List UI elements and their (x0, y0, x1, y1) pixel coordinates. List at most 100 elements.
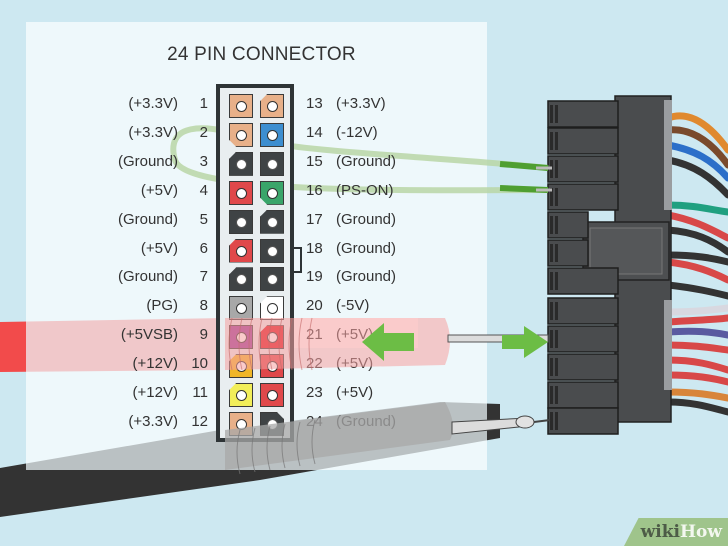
pin-number: 13 (306, 95, 323, 112)
pin-hole (267, 216, 278, 228)
pin-label-9: (+5VSB)9 (121, 325, 208, 345)
pin-number: 9 (199, 326, 208, 344)
pin-voltage: (+12V) (132, 384, 178, 401)
pin-hole (236, 129, 247, 141)
pin-voltage: (+5V) (140, 239, 178, 257)
pin-2 (229, 122, 253, 147)
pin-number: 8 (199, 297, 208, 315)
pin-label-20: 20(-5V) (306, 296, 369, 316)
pin-17 (260, 209, 284, 234)
pin-5 (229, 209, 253, 234)
pin-hole (267, 101, 278, 112)
red-probe-body (225, 318, 450, 370)
pin-voltage: (+12V) (132, 355, 178, 373)
arrow-right-icon (502, 326, 548, 358)
pin-voltage: (PG) (146, 297, 178, 315)
plug-sockets (547, 100, 619, 435)
pin-voltage: (+5V) (140, 181, 178, 199)
pin-label-17: 17 (Ground) (306, 210, 396, 230)
pin-15 (260, 151, 284, 176)
pin-label-1: (+3.3V)1 (128, 94, 208, 114)
pin-voltage: (Ground) (336, 239, 397, 257)
pin-hole (267, 158, 278, 170)
pin-label-2: (+3.3V)2 (128, 123, 208, 143)
pin-4 (229, 180, 253, 205)
pin-20 (260, 296, 284, 321)
pin-1 (229, 94, 253, 118)
pin-11 (229, 383, 253, 407)
pin-label-4: (+5V) 4 (141, 181, 208, 201)
pin-voltage: (Ground) (117, 152, 178, 170)
pin-hole (236, 390, 247, 401)
pin-voltage: (Ground) (336, 268, 397, 286)
pin-16 (260, 180, 284, 205)
pin-13 (260, 94, 284, 118)
pin-voltage: (Ground) (117, 210, 178, 228)
pin-number: 3 (199, 152, 208, 170)
pin-number: 18 (306, 239, 323, 257)
pin-label-19: 19 (Ground) (306, 267, 396, 287)
pin-number: 10 (191, 355, 208, 373)
pin-voltage: (+3.3V) (128, 412, 178, 430)
pin-hole (236, 216, 247, 228)
pin-18 (260, 238, 284, 263)
pin-hole (267, 303, 278, 315)
pin-number: 16 (306, 181, 323, 199)
pin-number: 14 (306, 123, 323, 141)
arrow-left-icon (362, 323, 414, 361)
pin-14 (260, 122, 284, 147)
pin-number: 5 (199, 210, 208, 228)
pin-label-7: (Ground) 7 (118, 267, 208, 287)
pin-hole (236, 245, 247, 257)
pin-voltage: (Ground) (336, 210, 397, 228)
pin-number: 11 (192, 384, 208, 401)
pin-label-16: 16(PS-ON) (306, 181, 394, 201)
pin-number: 6 (199, 239, 208, 257)
pin-label-8: (PG) 8 (146, 296, 208, 316)
left-pin-labels: (+3.3V)1(+3.3V)2(Ground)3(+5V)4(Ground)5… (0, 0, 208, 546)
pin-number: 12 (191, 412, 208, 430)
diagram-title: 24 PIN CONNECTOR (167, 44, 356, 65)
pin-number: 2 (199, 123, 208, 141)
pin-hole (236, 101, 247, 112)
pin-label-10: (+12V) 10 (133, 354, 208, 374)
pin-19 (260, 267, 284, 292)
pin-number: 19 (306, 268, 323, 286)
pin-hole (236, 303, 247, 315)
pin-6 (229, 238, 253, 263)
pin-number: 17 (306, 210, 323, 228)
pin-number: 7 (199, 268, 208, 286)
red-probe-tip (447, 334, 549, 343)
pin-hole (236, 274, 247, 286)
pin-label-5: (Ground) 5 (118, 210, 208, 230)
pin-label-18: 18 (Ground) (306, 239, 396, 259)
pin-voltage: (Ground) (336, 152, 397, 170)
pin-label-23: 23 (+5V) (306, 383, 373, 403)
connector-latch (294, 247, 302, 273)
pin-label-13: 13 (+3.3V) (306, 94, 386, 114)
pin-voltage: (+3.3V) (336, 95, 386, 112)
pin-hole (267, 187, 278, 199)
pin-23 (260, 383, 284, 407)
pin-hole (267, 390, 278, 401)
pin-label-3: (Ground) 3 (118, 152, 208, 172)
pin-label-15: 15 (Ground) (306, 152, 396, 172)
pin-7 (229, 267, 253, 292)
pin-voltage: (-5V) (336, 297, 370, 315)
pin-voltage: (+5V) (336, 384, 374, 401)
pin-number: 4 (199, 181, 208, 199)
pin-hole (267, 129, 278, 141)
pin-hole (267, 245, 278, 257)
pin-voltage: (Ground) (117, 268, 178, 286)
pin-label-12: (+3.3V) 12 (128, 412, 208, 432)
pin-number: 15 (306, 152, 323, 170)
psu-wires (664, 112, 728, 416)
pin-hole (236, 158, 247, 170)
black-probe-body (225, 402, 454, 470)
pin-3 (229, 151, 253, 176)
pin-number: 23 (306, 384, 323, 401)
pin-hole (236, 187, 247, 199)
